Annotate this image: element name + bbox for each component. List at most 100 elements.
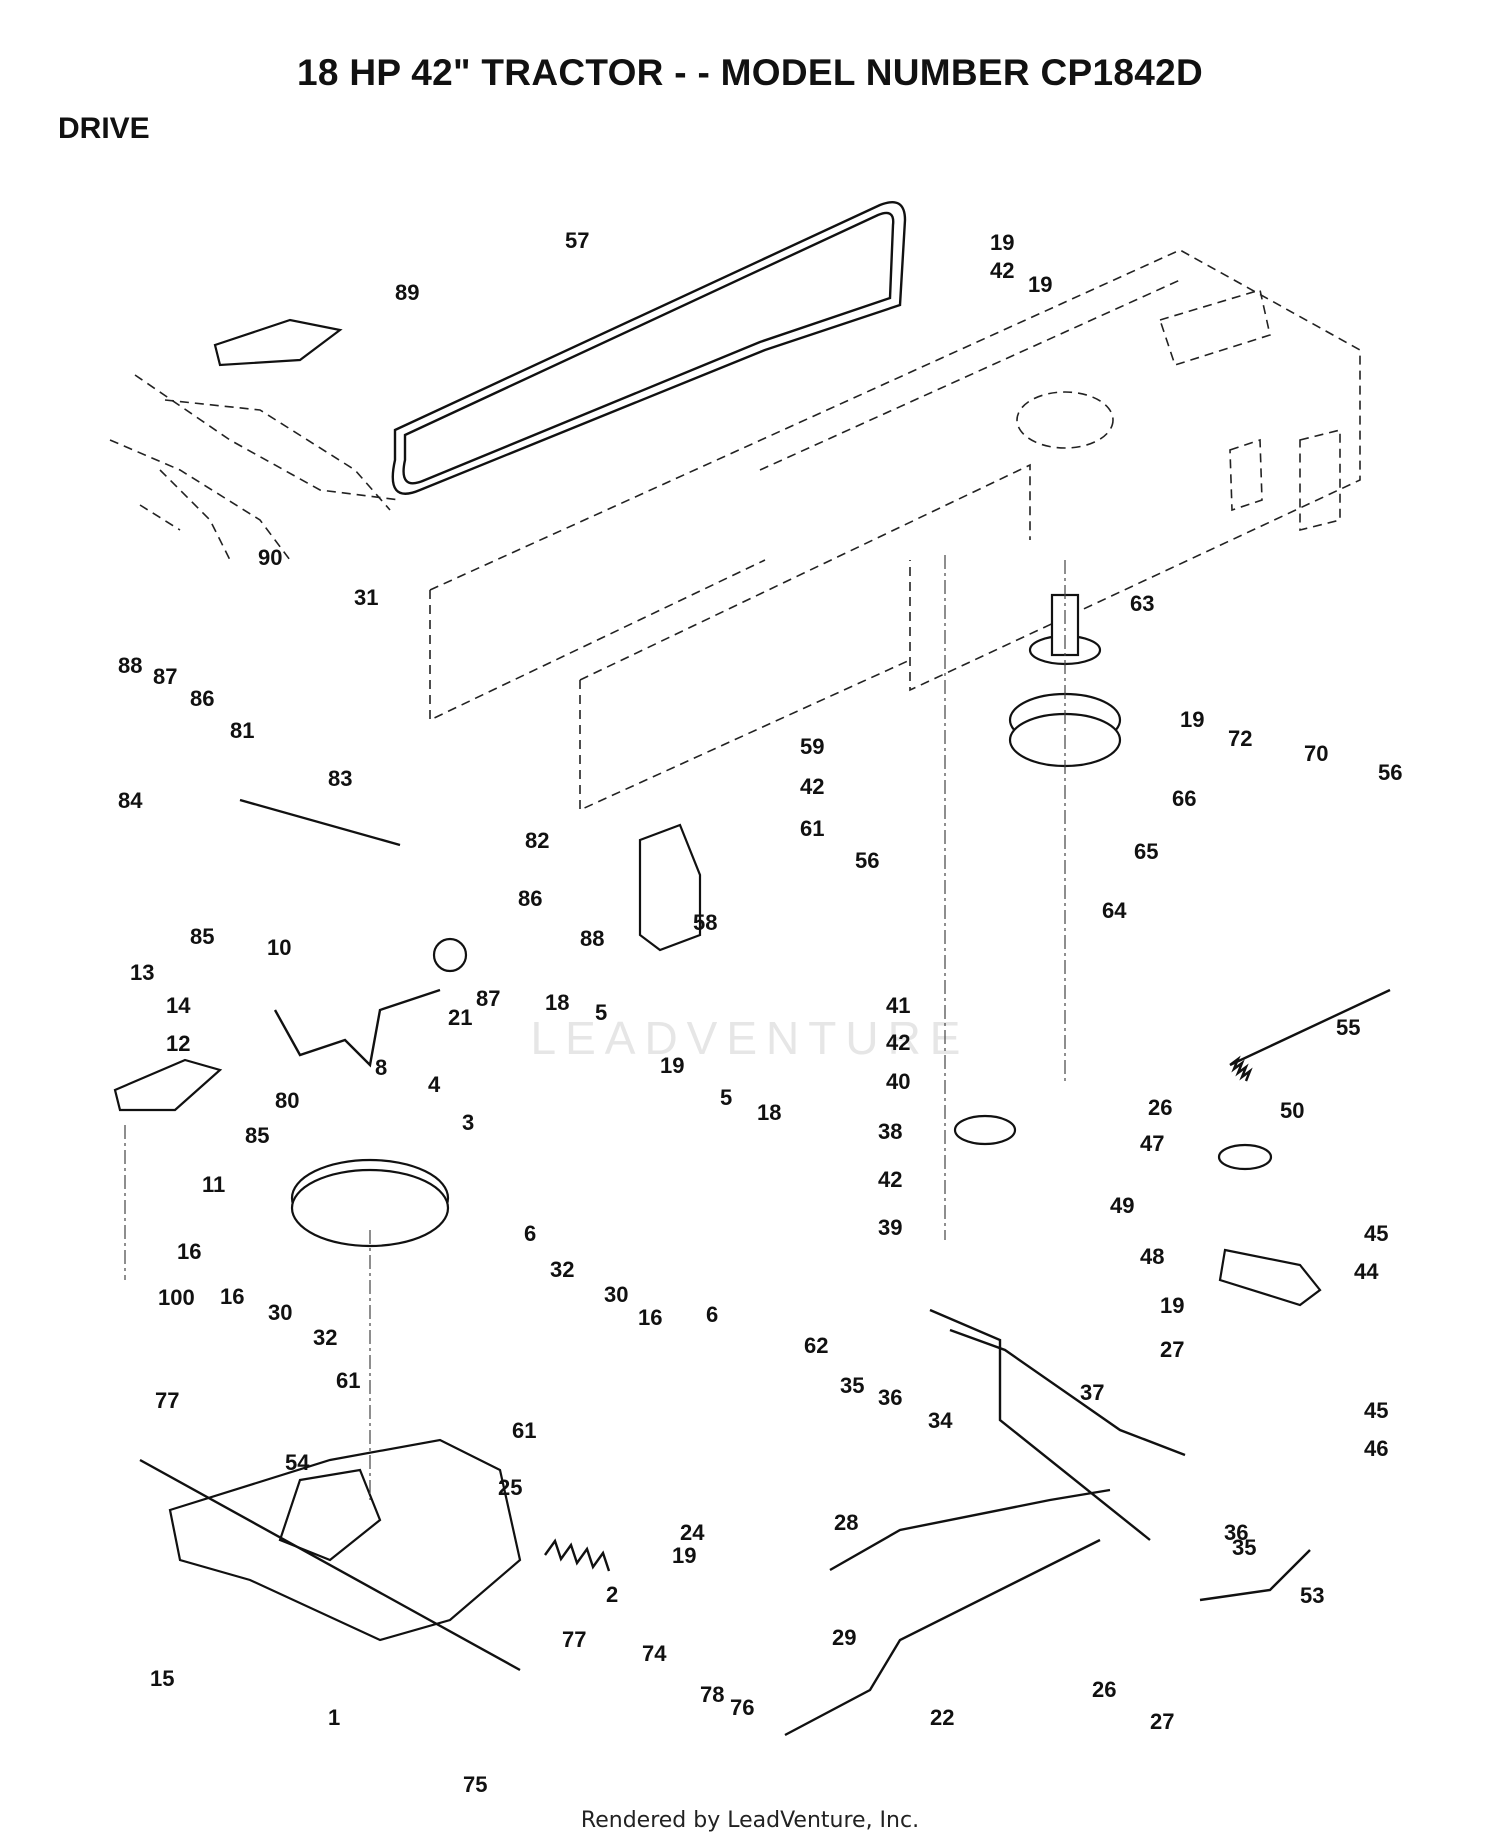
callout-label: 24 — [680, 1520, 705, 1545]
callout-label: 10 — [267, 935, 291, 960]
callout-label: 19 — [672, 1543, 696, 1568]
callout-label: 19 — [1028, 272, 1052, 297]
callout-label: 16 — [220, 1284, 244, 1309]
callout-label: 14 — [166, 993, 191, 1018]
callout-label: 44 — [1354, 1259, 1379, 1284]
callout-label: 36 — [878, 1385, 902, 1410]
callout-label: 65 — [1134, 839, 1158, 864]
callout-label: 38 — [878, 1119, 902, 1144]
callout-label: 66 — [1172, 786, 1196, 811]
drive-belt — [391, 200, 907, 495]
callout-label: 8 — [375, 1055, 387, 1080]
pedal-shaft — [929, 1308, 1151, 1541]
callout-label: 16 — [177, 1239, 201, 1264]
callout-label: 30 — [604, 1282, 628, 1307]
callout-label: 2 — [606, 1582, 618, 1607]
callout-label: 34 — [928, 1408, 953, 1433]
callout-label: 32 — [550, 1257, 574, 1282]
shift-knob — [432, 937, 468, 973]
heat-shield — [213, 318, 343, 367]
callout-label: 31 — [354, 585, 378, 610]
callout-label: 61 — [336, 1368, 360, 1393]
callout-label: 6 — [524, 1221, 536, 1246]
rod-53 — [1199, 1549, 1311, 1602]
brake-rod — [949, 1328, 1186, 1457]
callout-label: 37 — [1080, 1380, 1104, 1405]
callout-label: 55 — [1336, 1015, 1360, 1040]
callout-label: 21 — [448, 1005, 472, 1030]
callout-label: 45 — [1364, 1221, 1388, 1246]
callout-label: 6 — [706, 1302, 718, 1327]
callout-label: 74 — [642, 1641, 667, 1666]
callout-label: 42 — [990, 258, 1014, 283]
callout-label: 25 — [498, 1475, 522, 1500]
idler-pulley — [953, 1114, 1017, 1146]
callout-label: 26 — [1148, 1095, 1172, 1120]
callout-label: 57 — [565, 228, 589, 253]
callout-label: 32 — [313, 1325, 337, 1350]
callout-label: 81 — [230, 718, 254, 743]
callout-label: 63 — [1130, 591, 1154, 616]
fender-outline — [109, 374, 401, 561]
callout-label: 85 — [190, 924, 214, 949]
callout-label: 19 — [1160, 1293, 1184, 1318]
callout-label: 18 — [545, 990, 569, 1015]
bracket-58 — [638, 823, 702, 952]
callout-label: 19 — [990, 230, 1014, 255]
rod-28 — [829, 1488, 1111, 1572]
shift-lever — [273, 988, 441, 1068]
callout-label: 5 — [595, 1000, 607, 1025]
callout-label: 46 — [1364, 1436, 1388, 1461]
footer-credit: Rendered by LeadVenture, Inc. — [580, 1808, 920, 1833]
callout-label: 88 — [580, 926, 604, 951]
page-title: 18 HP 42" TRACTOR - - MODEL NUMBER CP184… — [296, 52, 1203, 93]
callout-label: 59 — [800, 734, 824, 759]
callout-label: 42 — [800, 774, 824, 799]
callout-label: 12 — [166, 1031, 190, 1056]
callout-label: 58 — [693, 910, 717, 935]
callout-label: 89 — [395, 280, 419, 305]
callout-label: 53 — [1300, 1583, 1324, 1608]
callout-label: 5 — [720, 1085, 732, 1110]
callout-label: 36 — [1224, 1520, 1248, 1545]
callout-label: 100 — [158, 1285, 195, 1310]
idler-pulley-2 — [1217, 1143, 1273, 1171]
callout-label: 84 — [118, 788, 143, 813]
callout-label: 61 — [512, 1418, 536, 1443]
callout-label: 27 — [1160, 1337, 1184, 1362]
section-heading: DRIVE — [58, 112, 150, 145]
callout-label: 83 — [328, 766, 352, 791]
callout-label: 27 — [1150, 1709, 1174, 1734]
callout-label: 88 — [118, 653, 142, 678]
callout-label: 54 — [285, 1450, 310, 1475]
callout-label: 19 — [1180, 707, 1204, 732]
callout-label: 86 — [190, 686, 214, 711]
extension-spring — [1229, 988, 1391, 1082]
callout-label: 48 — [1140, 1244, 1164, 1269]
callout-label: 4 — [428, 1072, 441, 1097]
callout-label: 82 — [525, 828, 549, 853]
callout-label: 87 — [476, 986, 500, 1011]
callout-label: 42 — [886, 1030, 910, 1055]
callout-label: 39 — [878, 1215, 902, 1240]
watermark-text: LEADVENTURE — [531, 1012, 970, 1064]
rod-22 — [784, 1538, 1101, 1737]
callout-label: 26 — [1092, 1677, 1116, 1702]
callout-label: 64 — [1102, 898, 1127, 923]
callout-label: 3 — [462, 1110, 474, 1135]
callout-label: 76 — [730, 1695, 754, 1720]
callout-label: 16 — [638, 1305, 662, 1330]
callout-label: 49 — [1110, 1193, 1134, 1218]
callout-label: 56 — [855, 848, 879, 873]
callout-label: 1 — [328, 1705, 340, 1730]
callout-label: 35 — [1232, 1535, 1256, 1560]
callout-label: 40 — [886, 1069, 910, 1094]
callout-label: 72 — [1228, 726, 1252, 751]
callout-label: 80 — [275, 1088, 299, 1113]
callout-label: 90 — [258, 545, 282, 570]
callout-label: 56 — [1378, 760, 1402, 785]
callout-label: 78 — [700, 1682, 724, 1707]
callout-label: 87 — [153, 664, 177, 689]
